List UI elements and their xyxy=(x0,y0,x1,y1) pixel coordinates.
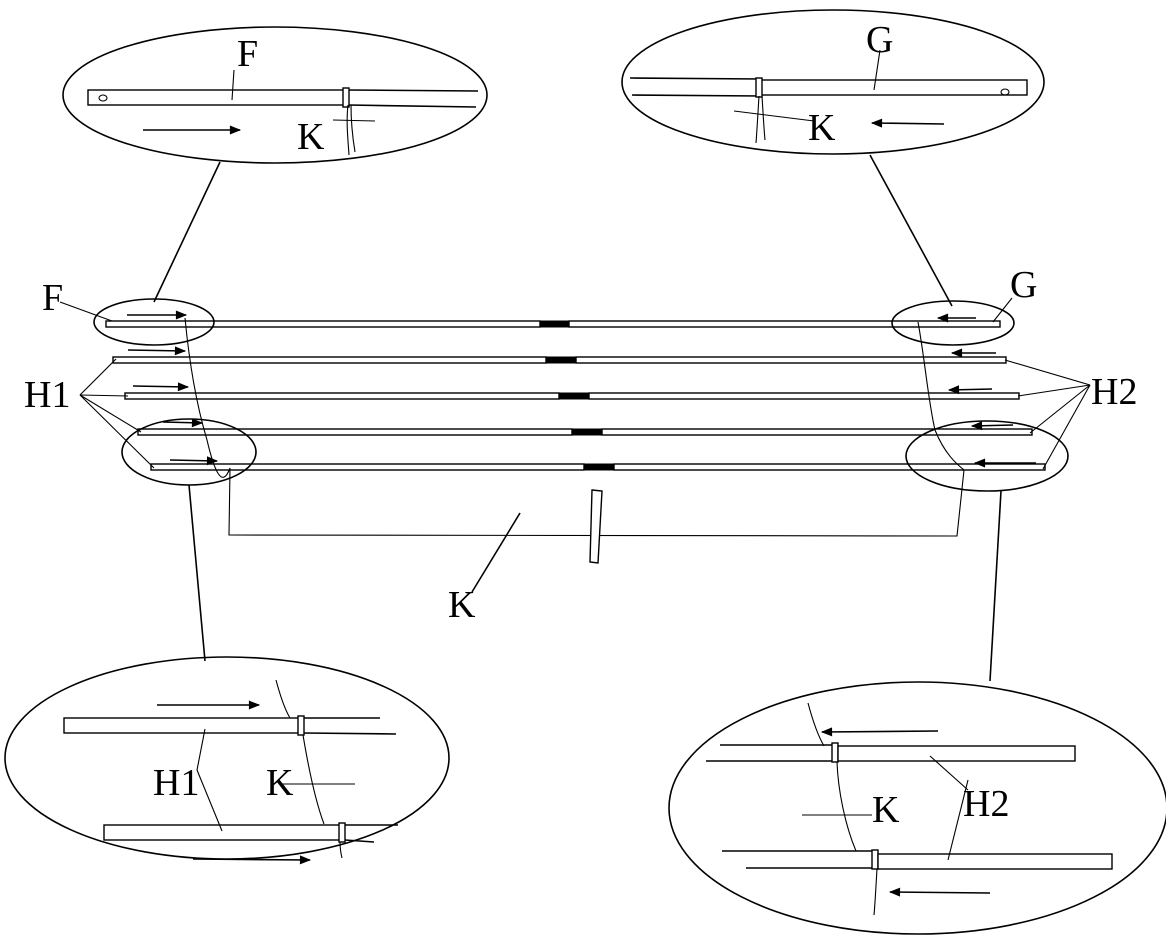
callout-h1-detail: H1 K xyxy=(4,656,450,865)
label-k-detail-h2: K xyxy=(872,789,900,831)
leader-h1-callout xyxy=(188,484,206,662)
label-g-detail: G xyxy=(866,19,893,61)
label-k-main: K xyxy=(448,584,476,626)
circle-g-end xyxy=(891,300,1015,346)
label-g-main: G xyxy=(1010,264,1037,306)
callout-g-detail: G K xyxy=(621,9,1045,155)
label-k-detail-g: K xyxy=(808,107,836,149)
callout-h2-detail: K H2 xyxy=(668,681,1166,935)
label-k-detail-f: K xyxy=(297,116,325,158)
label-h2-detail: H2 xyxy=(963,783,1009,825)
pole-h-4 xyxy=(150,456,1046,471)
label-h2-main: H2 xyxy=(1091,371,1137,413)
callout-f-detail: F K xyxy=(62,26,488,164)
pole-h-2 xyxy=(124,382,1020,400)
fabric-k xyxy=(184,317,965,593)
label-h1-detail: H1 xyxy=(153,762,199,804)
label-f-detail: F xyxy=(237,33,258,75)
pole-h-1 xyxy=(112,346,1007,364)
leader-g-callout xyxy=(869,154,953,307)
leader-f-callout xyxy=(153,161,221,303)
label-k-detail-h1: K xyxy=(266,762,294,804)
circle-h2-end xyxy=(905,420,1069,492)
pole-f-g xyxy=(105,310,1001,328)
label-h1-main: H1 xyxy=(24,374,70,416)
circle-f-end xyxy=(93,298,215,346)
label-f-main: F xyxy=(42,277,63,319)
leader-h2-callout xyxy=(989,490,1002,682)
pole-h-3 xyxy=(137,418,1033,436)
